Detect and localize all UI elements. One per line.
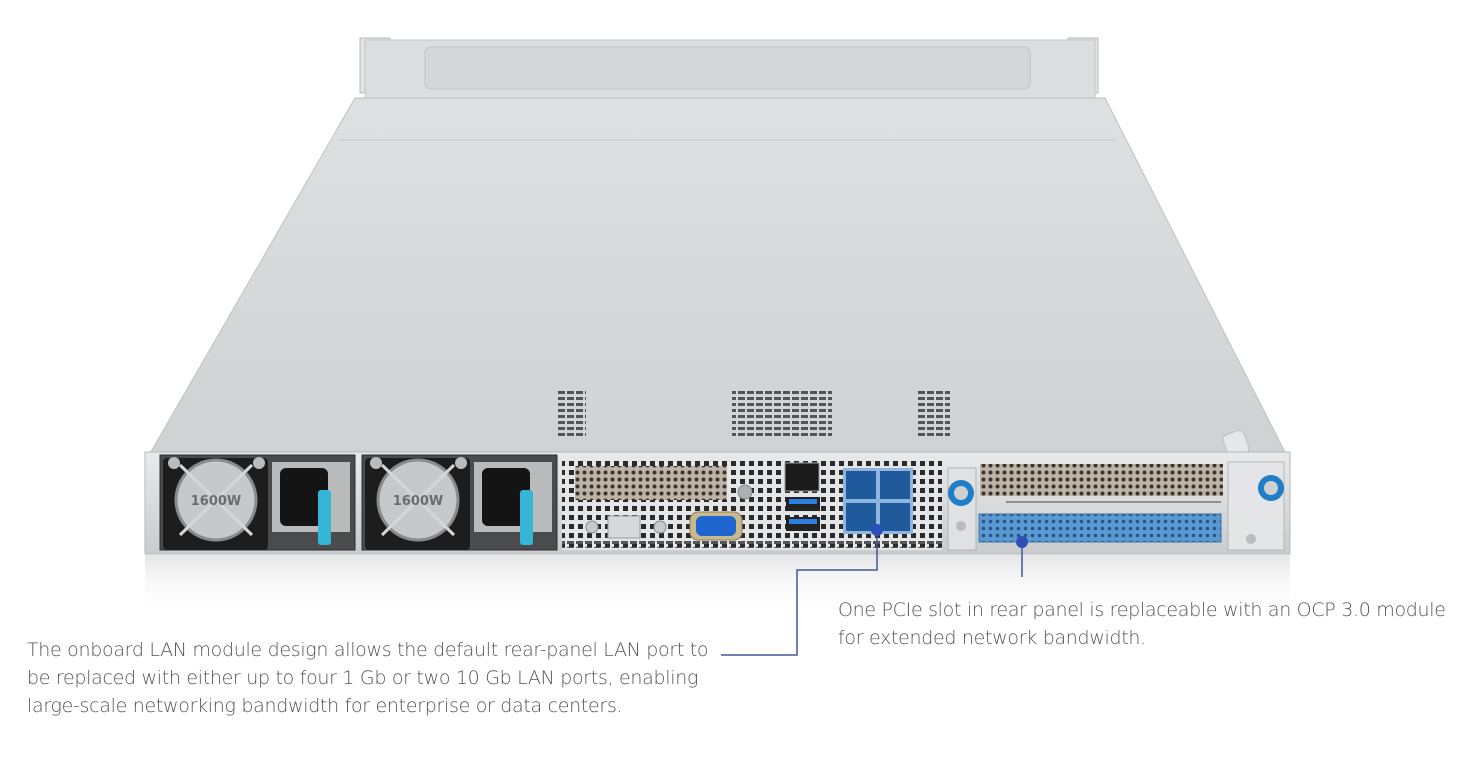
power-supply-1: 1600W — [159, 454, 356, 551]
caption-line: be replaced with either up to four 1 Gb … — [27, 667, 699, 689]
rear-io-panel — [562, 460, 942, 550]
mgmt-lan-port-icon — [784, 462, 820, 492]
pcie-slot-full — [980, 464, 1223, 496]
power-supply-2: 1600W — [361, 454, 558, 551]
callout-dot-pcie[interactable] — [1016, 536, 1028, 548]
caption-line: One PCIe slot in rear panel is replaceab… — [838, 599, 1446, 621]
psu-release-handle — [318, 490, 331, 545]
debug-led-display — [607, 515, 641, 539]
psu-release-handle — [520, 490, 533, 545]
callout-dot-lan[interactable] — [871, 524, 883, 536]
caption-line: The onboard LAN module design allows the… — [27, 639, 709, 661]
caption-line: for extended network bandwidth. — [838, 627, 1146, 649]
vga-port-icon — [696, 516, 736, 536]
ocp-pcie-slot — [978, 513, 1222, 543]
svg-text:1600W: 1600W — [393, 494, 444, 509]
caption-line: large-scale networking bandwidth for ent… — [27, 695, 623, 717]
power-inlet-icon — [280, 468, 328, 526]
callout-lan-line — [721, 524, 883, 656]
floor-reflection — [145, 554, 1290, 614]
ground-screw-icon — [1246, 534, 1256, 544]
pcie-riser — [947, 461, 1285, 551]
power-inlet-icon — [482, 468, 530, 526]
callout-text-lan-module: The onboard LAN module design allows the… — [27, 636, 727, 720]
callout-text-pcie-ocp: One PCIe slot in rear panel is replaceab… — [838, 596, 1448, 652]
svg-text:1600W: 1600W — [191, 494, 242, 509]
callout-pcie-line — [1016, 536, 1028, 577]
pcie-slot-low-profile — [575, 466, 727, 500]
chassis-top — [144, 37, 1291, 463]
